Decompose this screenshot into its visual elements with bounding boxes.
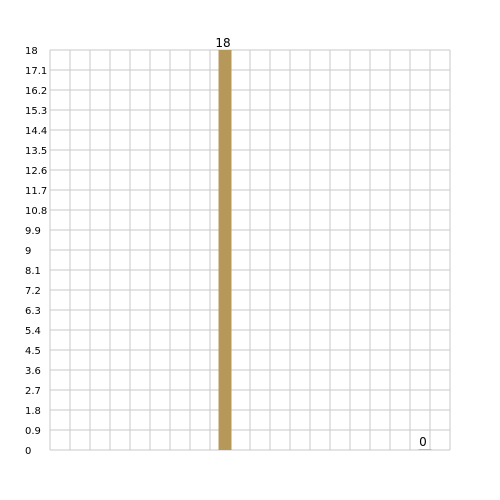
y-tick-label: 4.5 — [25, 346, 41, 357]
y-tick-label: 10.8 — [25, 206, 47, 217]
y-tick-label: 8.1 — [25, 266, 41, 277]
bars — [218, 50, 432, 450]
y-axis-tick-labels: 0 0.9 1.8 2.7 3.6 4.5 5.4 6.3 7.2 8.1 9 9.9 10.8 11.7… — [25, 46, 47, 457]
y-tick-label: 0 — [25, 446, 31, 457]
y-tick-label: 5.4 — [25, 326, 41, 337]
bar-value-label: 0 — [419, 435, 427, 449]
y-tick-label: 9.9 — [25, 226, 41, 237]
y-tick-label: 13.5 — [25, 146, 47, 157]
y-tick-label: 7.2 — [25, 286, 41, 297]
y-tick-label: 2.7 — [25, 386, 41, 397]
bar-value-labels: 18 0 — [215, 36, 426, 449]
bar — [218, 50, 232, 450]
y-tick-label: 6.3 — [25, 306, 41, 317]
y-tick-label: 16.2 — [25, 86, 47, 97]
y-tick-label: 11.7 — [25, 186, 47, 197]
y-tick-label: 17.1 — [25, 66, 47, 77]
y-tick-label: 1.8 — [25, 406, 41, 417]
bar-value-label: 18 — [215, 36, 230, 50]
y-tick-label: 15.3 — [25, 106, 47, 117]
y-tick-label: 12.6 — [25, 166, 47, 177]
bar — [418, 449, 432, 450]
y-tick-label: 9 — [25, 246, 31, 257]
y-tick-label: 14.4 — [25, 126, 47, 137]
grid-lines — [49, 49, 451, 451]
y-tick-label: 18 — [25, 46, 38, 57]
y-tick-label: 3.6 — [25, 366, 41, 377]
y-tick-label: 0.9 — [25, 426, 41, 437]
